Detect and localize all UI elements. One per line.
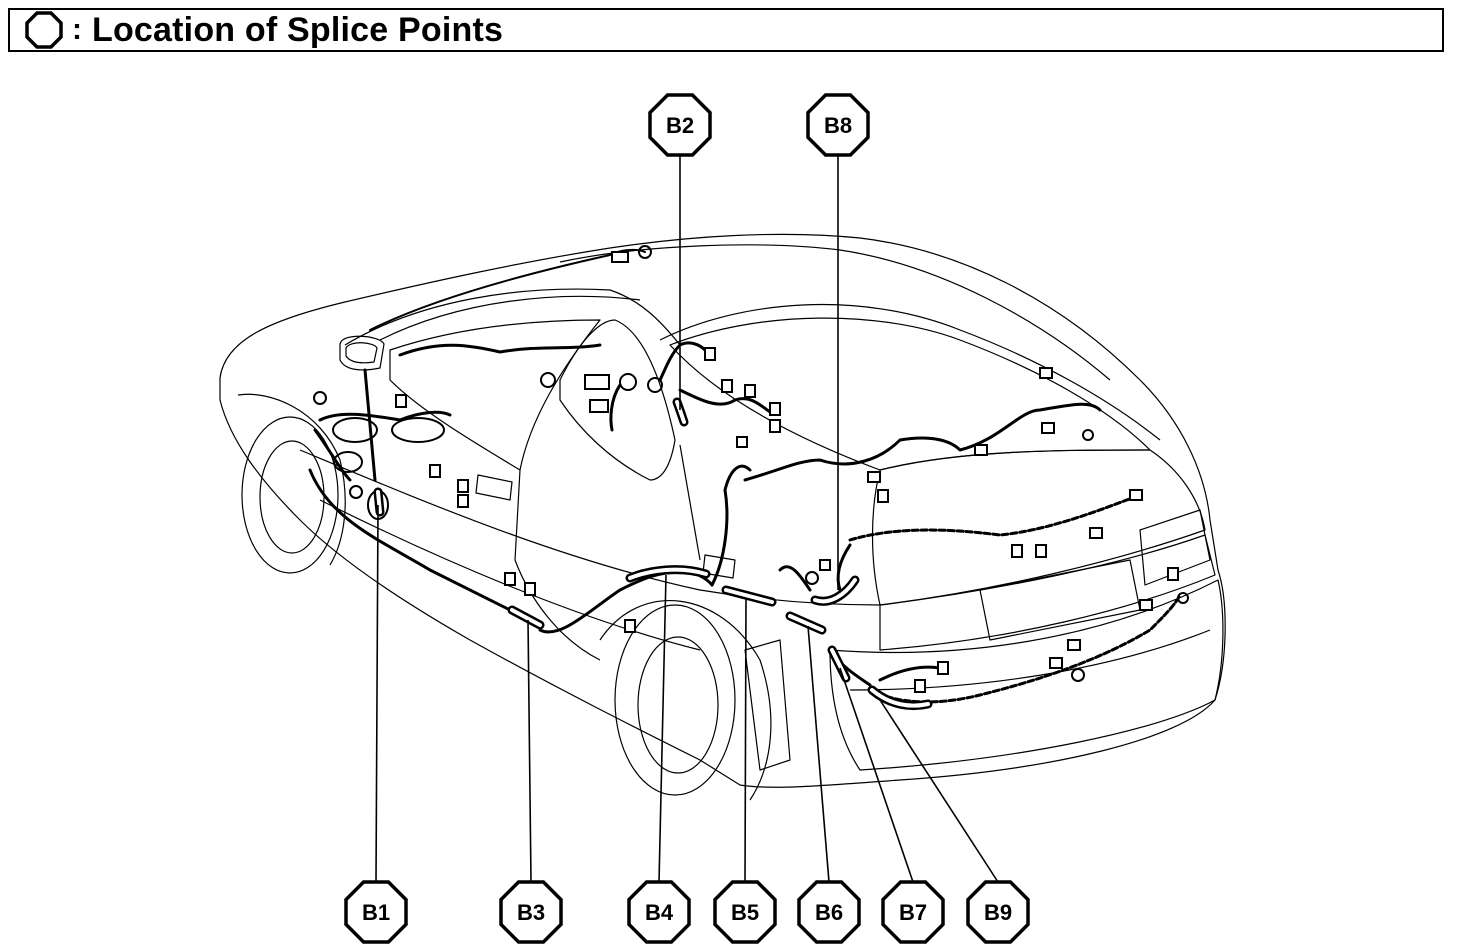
leader-line-b4	[658, 574, 667, 883]
leader-line-b9	[879, 699, 999, 883]
leader-line-b5	[744, 597, 747, 883]
octagon-icon	[344, 880, 408, 944]
octagon-icon	[881, 880, 945, 944]
splice-marker-label: B4	[645, 900, 674, 925]
splice-marker-b1: B1	[344, 880, 408, 944]
splice-segments-inner	[376, 400, 930, 708]
octagon-icon	[499, 880, 563, 944]
octagon-outline-icon	[25, 11, 63, 49]
octagon-icon	[713, 880, 777, 944]
octagon-icon	[648, 93, 712, 157]
splice-marker-label: B7	[899, 900, 927, 925]
splice-marker-b8: B8	[806, 93, 870, 157]
page-title: Location of Splice Points	[92, 11, 504, 49]
splice-marker-b4: B4	[627, 880, 691, 944]
octagon-icon	[797, 880, 861, 944]
leader-line-b3	[527, 619, 532, 883]
splice-marker-b7: B7	[881, 880, 945, 944]
leader-line-b6	[807, 625, 830, 883]
page-header: : Location of Splice Points	[8, 8, 1444, 52]
octagon-icon	[806, 93, 870, 157]
splice-marker-label: B1	[362, 900, 390, 925]
splice-marker-label: B9	[984, 900, 1012, 925]
dash-components	[332, 417, 445, 520]
octagon-icon	[966, 880, 1030, 944]
splice-marker-b5: B5	[713, 880, 777, 944]
splice-marker-label: B8	[824, 113, 852, 138]
splice-marker-b3: B3	[499, 880, 563, 944]
splice-marker-label: B5	[731, 900, 759, 925]
car-body-outline	[219, 233, 1226, 801]
octagon-icon	[627, 880, 691, 944]
splice-marker-b2: B2	[648, 93, 712, 157]
harness-connectors	[395, 251, 1179, 693]
splice-marker-label: B2	[666, 113, 694, 138]
splice-marker-b9: B9	[966, 880, 1030, 944]
header-colon: :	[72, 13, 82, 46]
splice-marker-label: B3	[517, 900, 545, 925]
leader-line-b1	[375, 504, 379, 883]
leader-lines	[375, 155, 999, 883]
leader-line-b7	[839, 667, 914, 883]
splice-marker-b6: B6	[797, 880, 861, 944]
wiring-harness	[308, 248, 1182, 704]
splice-marker-label: B6	[815, 900, 843, 925]
ground-points	[313, 245, 1189, 682]
